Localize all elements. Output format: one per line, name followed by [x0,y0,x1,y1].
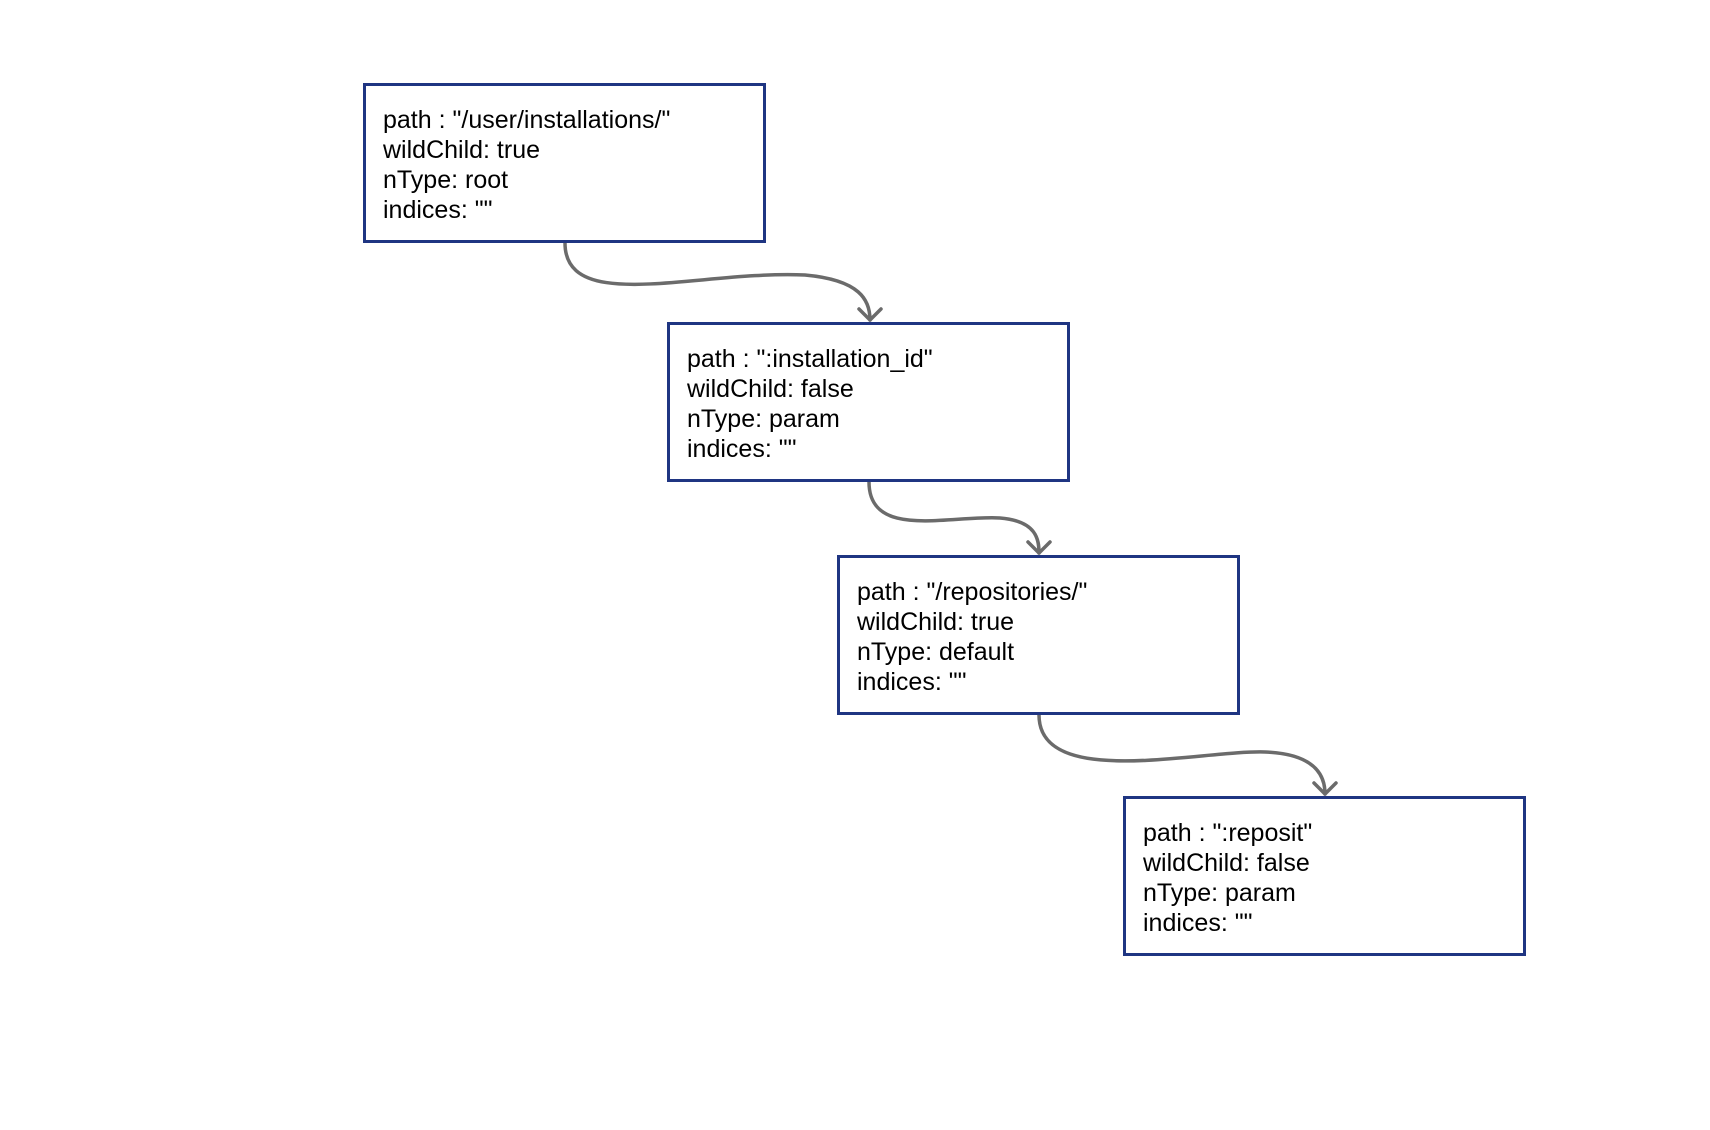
edge-2-to-3-arrowhead [1026,540,1052,555]
node-indices: indices: "" [857,668,967,696]
node-indices: indices: "" [383,196,493,224]
tree-node-repositories: path : "/repositories/" wildChild: true … [837,555,1240,715]
edge-2-to-3 [867,480,1052,555]
node-ntype: nType: default [857,638,1015,666]
tree-node-user-installations: path : "/user/installations/" wildChild:… [363,83,766,243]
node-ntype: nType: param [687,405,840,433]
node-path: path : ":reposit" [1143,819,1313,847]
edge-3-to-4 [1037,713,1338,796]
edge-1-to-2-arrowhead [857,307,883,322]
node-path: path : ":installation_id" [687,345,933,373]
node-wildchild: wildChild: true [857,608,1015,636]
node-ntype: nType: root [383,166,509,194]
tree-node-installation-id: path : ":installation_id" wildChild: fal… [667,322,1070,482]
edge-1-to-2 [563,241,883,322]
node-ntype: nType: param [1143,879,1296,907]
node-path: path : "/user/installations/" [383,106,671,134]
node-indices: indices: "" [1143,909,1253,937]
node-wildchild: wildChild: false [1143,849,1310,877]
node-indices: indices: "" [687,435,797,463]
tree-node-reposit: path : ":reposit" wildChild: false nType… [1123,796,1526,956]
node-wildchild: wildChild: true [383,136,541,164]
node-path: path : "/repositories/" [857,578,1088,606]
edge-3-to-4-arrowhead [1312,781,1338,796]
node-wildchild: wildChild: false [687,375,854,403]
